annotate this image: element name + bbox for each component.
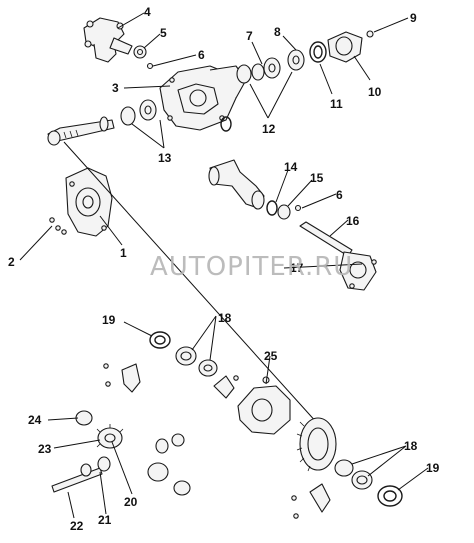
callout-7: 7: [246, 29, 253, 43]
carrier-bearing-part: [175, 346, 218, 377]
callout-18-upper: 18: [218, 311, 232, 325]
callout-10: 10: [368, 85, 382, 99]
callout-2: 2: [8, 255, 15, 269]
callout-3: 3: [112, 81, 119, 95]
carrier-housing-part: [159, 65, 247, 131]
lower-caps-part: [291, 483, 331, 519]
callout-1: 1: [120, 246, 127, 260]
axle-tube-part: [208, 159, 265, 210]
callout-18-lower: 18: [404, 439, 418, 453]
callout-23: 23: [38, 442, 52, 456]
shaft-bearings-part: [99, 99, 232, 132]
callout-12: 12: [262, 122, 276, 136]
callout-14: 14: [284, 160, 298, 174]
callout-4: 4: [144, 5, 151, 19]
callout-24: 24: [28, 413, 42, 427]
differential-carrier-part: [237, 376, 291, 435]
callout-13: 13: [158, 151, 172, 165]
ring-gear-part: [296, 417, 337, 472]
differential-case-part: [65, 167, 113, 237]
callout-19-upper: 19: [102, 313, 116, 327]
companion-flange-part: [327, 30, 374, 63]
cross-pin-part: [51, 456, 111, 493]
callout-21: 21: [98, 513, 112, 527]
callout-25: 25: [264, 349, 278, 363]
bearing-race-part: [236, 57, 281, 84]
small-washer-part: [146, 62, 154, 70]
axle-shaft-part: [299, 221, 377, 291]
leader-lines: [19, 12, 429, 519]
callout-5: 5: [160, 26, 167, 40]
lower-carrier-bearing-part: [334, 459, 373, 490]
watermark-text: AUTOPITER.RU: [150, 252, 354, 282]
callout-20: 20: [124, 495, 138, 509]
callout-17: 17: [290, 261, 304, 275]
callout-6-lower: 6: [336, 188, 343, 202]
axle-seal-part: [266, 200, 302, 220]
bearing-caps-part: [103, 363, 239, 399]
callout-9: 9: [410, 11, 417, 25]
callout-6-upper: 6: [198, 48, 205, 62]
case-bolts-part: [49, 217, 67, 235]
pinion-flange-part: [83, 17, 133, 63]
lower-bearing-cup-part: [377, 485, 403, 507]
callout-8: 8: [274, 25, 281, 39]
pinion-shaft-part: [47, 119, 115, 146]
seal-ring-part: [309, 41, 327, 63]
upper-bearing-cup-part: [149, 331, 171, 349]
callout-11: 11: [330, 97, 343, 111]
spider-gears-part: [147, 433, 191, 496]
callout-16: 16: [346, 214, 360, 228]
callout-19-lower: 19: [426, 461, 440, 475]
pinion-nut-part: [133, 45, 147, 59]
callout-22: 22: [70, 519, 84, 533]
pinion-bearing-part: [287, 49, 305, 71]
callout-15: 15: [310, 171, 324, 185]
